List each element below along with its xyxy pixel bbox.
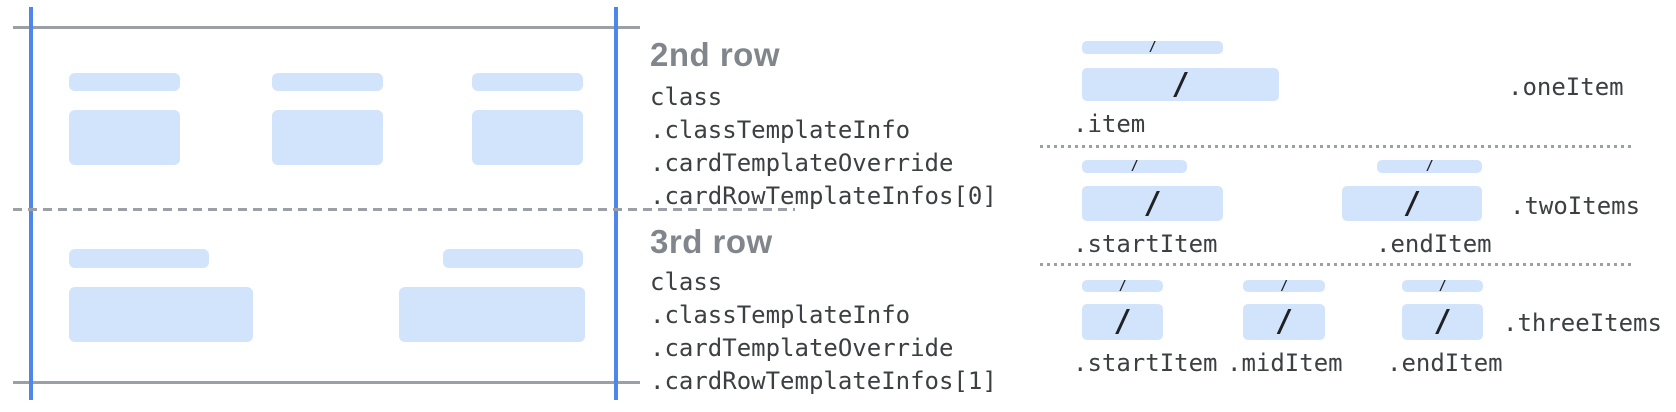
class-path-line: .cardRowTemplateInfos[0] bbox=[650, 182, 997, 210]
start-item-value-bar: / bbox=[1082, 186, 1223, 221]
class-path-line: .cardTemplateOverride bbox=[650, 334, 954, 362]
class-path-line: .classTemplateInfo bbox=[650, 116, 911, 144]
class-path-line: .cardRowTemplateInfos[1] bbox=[650, 367, 997, 395]
one-item-name-label: .oneItem bbox=[1508, 73, 1624, 101]
field-value-placeholder bbox=[399, 287, 585, 342]
slash-placeholder: / bbox=[1118, 278, 1127, 294]
slash-placeholder: / bbox=[1171, 66, 1190, 102]
start-item-label-bar: / bbox=[1082, 160, 1187, 173]
card-bottom-edge-line bbox=[13, 381, 640, 384]
end-item-value-bar: / bbox=[1402, 304, 1483, 340]
field-value-placeholder bbox=[69, 287, 253, 342]
field-value-placeholder bbox=[472, 110, 583, 165]
class-path-line: .cardTemplateOverride bbox=[650, 149, 954, 177]
end-item-field-label: .endItem bbox=[1387, 349, 1503, 377]
field-label-placeholder bbox=[69, 73, 180, 91]
class-path-line: .classTemplateInfo bbox=[650, 301, 911, 329]
slash-placeholder: / bbox=[1113, 304, 1132, 339]
end-item-value-bar: / bbox=[1342, 186, 1482, 221]
class-path-line: class bbox=[650, 268, 723, 296]
end-item-field-label: .endItem bbox=[1376, 230, 1492, 258]
row3-heading: 3rd row bbox=[650, 223, 773, 260]
slash-placeholder: / bbox=[1274, 304, 1294, 339]
item-value-bar: / bbox=[1082, 68, 1279, 101]
slash-placeholder: / bbox=[1130, 159, 1139, 174]
start-item-label-bar: / bbox=[1082, 278, 1163, 294]
row3-class-path: class .classTemplateInfo .cardTemplateOv… bbox=[650, 266, 997, 398]
card-top-edge-line bbox=[13, 26, 640, 29]
right-margin-guide-line bbox=[614, 7, 618, 400]
left-margin-guide-line bbox=[29, 7, 33, 400]
item-label-bar: / bbox=[1082, 41, 1223, 54]
field-label-placeholder bbox=[443, 249, 583, 268]
template-divider-dotted-line bbox=[1040, 263, 1634, 266]
field-value-placeholder bbox=[69, 110, 180, 165]
three-items-name-label: .threeItems bbox=[1503, 309, 1662, 337]
item-field-label: .item bbox=[1073, 110, 1146, 138]
slash-placeholder: / bbox=[1438, 278, 1447, 294]
field-label-placeholder bbox=[69, 249, 209, 268]
template-divider-dotted-line bbox=[1040, 145, 1634, 148]
two-items-name-label: .twoItems bbox=[1510, 192, 1641, 220]
end-item-label-bar: / bbox=[1377, 160, 1482, 173]
end-item-label-bar: / bbox=[1402, 278, 1483, 294]
slash-placeholder: / bbox=[1143, 185, 1162, 221]
field-value-placeholder bbox=[272, 110, 383, 165]
mid-item-field-label: .midItem bbox=[1227, 349, 1343, 377]
start-item-field-label: .startItem bbox=[1073, 230, 1218, 258]
class-path-line: class bbox=[650, 83, 723, 111]
start-item-value-bar: / bbox=[1082, 304, 1163, 340]
slash-placeholder: / bbox=[1402, 185, 1422, 221]
mid-item-label-bar: / bbox=[1243, 278, 1325, 294]
field-label-placeholder bbox=[272, 73, 383, 91]
start-item-field-label: .startItem bbox=[1073, 349, 1218, 377]
row2-class-path: class .classTemplateInfo .cardTemplateOv… bbox=[650, 81, 997, 213]
field-label-placeholder bbox=[472, 73, 583, 91]
row2-heading: 2nd row bbox=[650, 36, 781, 73]
row-divider-dashed-line bbox=[13, 208, 795, 211]
slash-placeholder: / bbox=[1433, 304, 1452, 339]
slash-placeholder: / bbox=[1148, 40, 1157, 55]
slash-placeholder: / bbox=[1280, 278, 1288, 294]
mid-item-value-bar: / bbox=[1243, 304, 1325, 340]
slash-placeholder: / bbox=[1425, 159, 1434, 174]
